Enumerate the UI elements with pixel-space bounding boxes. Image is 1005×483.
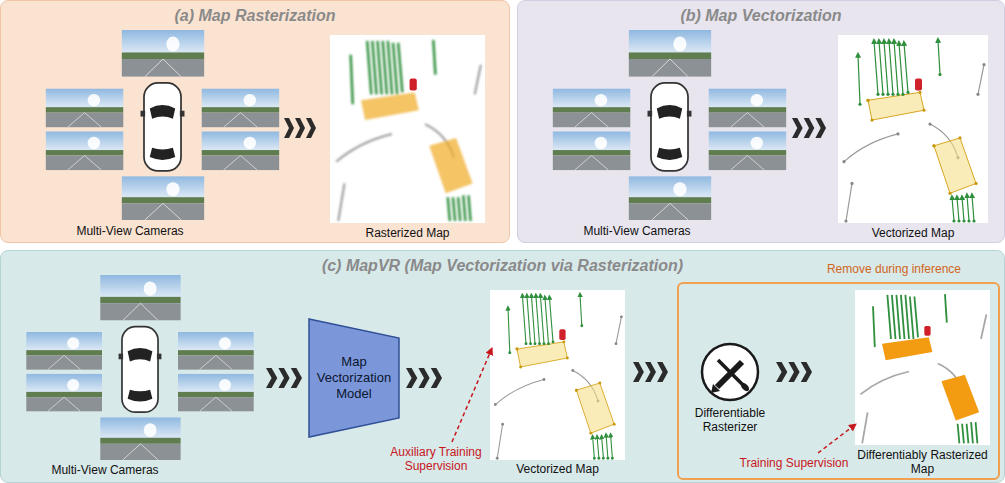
vectorized-map-art (844, 40, 984, 221)
chevron-head (657, 362, 668, 382)
trapezoid-outline (309, 319, 399, 437)
panel-title: (a) Map Rasterization (1, 6, 509, 25)
panel-title: (b) Map Vectorization (518, 6, 1004, 25)
node-label: Differentiable Rasterizer (690, 406, 770, 434)
rasterizer-icon (702, 344, 758, 400)
chevron-head (291, 368, 302, 388)
node-label: Multi-View Cameras (30, 463, 180, 477)
node-label: Multi-View Cameras (562, 224, 712, 238)
chevron-head (804, 118, 815, 138)
chevron-head (788, 362, 799, 382)
map-ground (330, 35, 485, 223)
model-trapezoid: Map Vectorization Model (308, 318, 400, 438)
chevron-head (776, 362, 787, 382)
camera-views (553, 30, 787, 220)
model-label: Map Vectorization Model (312, 354, 396, 402)
chevron-head (306, 118, 316, 138)
chevron-head (295, 118, 305, 138)
camera-views (26, 275, 254, 460)
chevron-head (633, 362, 644, 382)
chevron-head (406, 368, 417, 388)
chevron-connector (776, 362, 812, 382)
chevron-head (278, 368, 289, 388)
leader-arrow (818, 424, 856, 453)
chevron-connector (633, 362, 668, 382)
chevron-head (284, 118, 294, 138)
map-ground (490, 290, 625, 460)
map-ground (838, 35, 988, 223)
chevron-head (266, 368, 277, 388)
map-ground (855, 290, 990, 445)
chevron-head (431, 368, 442, 388)
camera-views (46, 30, 280, 220)
supervision-label: Auxiliary Training Supervision (384, 445, 488, 473)
rasterized-map-art (336, 40, 481, 221)
chevron-connector (792, 118, 826, 138)
node-label: Multi-View Cameras (55, 224, 205, 238)
node-label: Vectorized Map (838, 226, 988, 240)
chevron-head (418, 368, 429, 388)
removal-note: Remove during inference (804, 262, 984, 276)
chevron-head (801, 362, 812, 382)
node-label: Differentiably Rasterized Map (855, 448, 990, 476)
node-label: Vectorized Map (490, 462, 625, 476)
chevron-head (815, 118, 826, 138)
chevron-head (645, 362, 656, 382)
rasterized-map-art (860, 294, 986, 443)
chevron-head (792, 118, 803, 138)
node-label: Rasterized Map (330, 226, 485, 240)
leader-arrow (452, 348, 492, 442)
vectorized-map-art (495, 294, 621, 458)
chevron-connector (406, 368, 442, 388)
supervision-label: Training Supervision (735, 456, 853, 470)
chevron-connector (284, 118, 316, 138)
chevron-connector (266, 368, 302, 388)
